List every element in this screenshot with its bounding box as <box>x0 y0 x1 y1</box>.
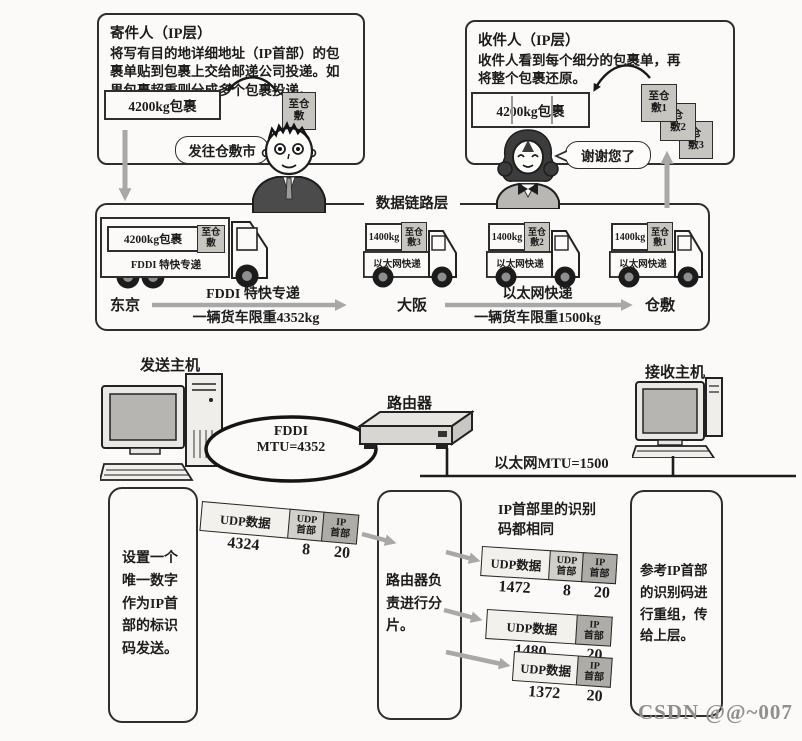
router-foot <box>364 444 376 449</box>
ip-header-size: 20 <box>585 687 604 706</box>
eth-truck-2-service: 以太网快递 <box>496 260 544 270</box>
fddi-truck-service: FDDI 特快专递 <box>130 260 202 271</box>
receiver-package-label: 4200kg包裹 <box>496 104 565 119</box>
ip-header-segment: IP 首部 <box>575 614 613 647</box>
package-divider <box>551 96 553 124</box>
truck-wheels <box>372 266 453 288</box>
watermark: CSDN @@~007 <box>638 700 793 724</box>
eth-truck-3-cargo: 1400kg <box>611 223 649 251</box>
cab-window <box>236 227 258 251</box>
udp-header-size: 8 <box>562 582 572 600</box>
sender-id-note: 设置一个唯一数字作为IP首部的标识码发送。 <box>122 551 178 657</box>
screen <box>642 388 698 434</box>
cab-window <box>431 235 446 251</box>
udp-header-segment: UDP 首部 <box>548 550 586 583</box>
eth-truck-3-tag: 至仓 敷1 <box>647 222 673 252</box>
udp-header-segment: UDP 首部 <box>287 508 326 542</box>
eth-truck-2-cargo: 1400kg <box>488 223 526 251</box>
eth-truck-1-service: 以太网快递 <box>373 260 421 270</box>
sender-person <box>252 121 326 213</box>
truck-wheels <box>495 266 576 288</box>
truck-wheels <box>618 266 699 288</box>
keyboard <box>632 445 716 458</box>
eth-mtu-label: 以太网MTU=1500 <box>494 456 609 472</box>
recv-host-computer <box>632 377 723 458</box>
screen <box>109 393 177 441</box>
package-divider <box>511 96 513 124</box>
receiver-tag-1: 至仓 敷1 <box>641 84 677 122</box>
sender-speech-bubble: 发往仓敷市 <box>175 136 280 164</box>
router-fragment-note-box: 路由器负责进行分片。 <box>377 490 462 720</box>
receiver-speech-bubble: 谢谢您了 <box>554 141 651 169</box>
router-device <box>356 410 474 449</box>
router-port <box>438 431 447 437</box>
ip-header-segment: IP 首部 <box>321 511 360 545</box>
fddi-route-limit: 一辆货车限重4352kg <box>192 311 320 326</box>
router-fragment-note: 路由器负责进行分片。 <box>386 573 442 635</box>
sender-id-note-box: 设置一个唯一数字作为IP首部的标识码发送。 <box>108 487 198 723</box>
eth-truck-chassis <box>609 230 703 288</box>
eth-truck-1-tag: 至仓 敷3 <box>401 222 427 252</box>
identifier-note: IP首部里的识别码都相同 <box>498 503 596 539</box>
udp-data-size: 1372 <box>527 683 561 703</box>
router-label: 路由器 <box>387 396 433 412</box>
sender-title: 寄件人（IP层） <box>110 26 212 42</box>
sender-package: 4200kg包裹 <box>104 90 221 120</box>
fddi-route-service: FDDI 特快专递 <box>206 287 300 302</box>
ip-header-size: 20 <box>593 583 611 602</box>
fddi-truck-cargo: 4200kg包裹 <box>107 226 199 252</box>
ip-header-segment: IP 首部 <box>575 655 613 688</box>
tower-case <box>705 377 723 437</box>
eth-truck-3-service: 以太网快递 <box>619 260 667 270</box>
datalink-layer-label: 数据链路层 <box>364 192 460 212</box>
eth-route-service: 以太网快递 <box>502 287 573 302</box>
reassembly-note: 参考IP首部的识别码进行重组，传给上层。 <box>640 562 708 644</box>
monitor-stand <box>129 447 161 455</box>
ip-header-segment: IP 首部 <box>581 552 619 585</box>
eth-truck-3: 1400kg 至仓 敷1 以太网快递 <box>609 221 709 291</box>
eth-route-limit: 一辆货车限重1500kg <box>474 311 601 326</box>
eth-truck-chassis <box>486 230 580 288</box>
sender-speech-text: 发往仓敷市 <box>188 144 256 159</box>
router-foot <box>436 444 448 449</box>
city-osaka: 大阪 <box>397 298 428 314</box>
receiver-person <box>496 129 560 209</box>
cab-window <box>677 235 692 251</box>
fddi-truck: 4200kg包裹 至仓 敷 FDDI 特快专递 <box>100 215 280 295</box>
monitor-stand <box>657 439 683 446</box>
reassembly-note-box: 参考IP首部的识别码进行重组，传给上层。 <box>630 490 723 717</box>
keyboard <box>100 463 194 481</box>
receiver-body-text: 收件人看到每个细分的包裹单，再将整个包裹还原。 <box>478 53 681 87</box>
udp-header-size: 8 <box>301 540 311 559</box>
eth-truck-1: 1400kg 至仓 敷3 以太网快递 <box>363 221 463 291</box>
udp-data-size: 1472 <box>498 578 532 598</box>
eth-truck-2: 1400kg 至仓 敷2 以太网快递 <box>486 221 586 291</box>
receiver-package: 4200kg包裹 <box>471 92 590 128</box>
cab-window <box>554 235 569 251</box>
city-tokyo: 东京 <box>110 298 141 314</box>
eth-truck-1-cargo: 1400kg <box>365 223 403 251</box>
router-front <box>359 425 453 445</box>
city-kurashiki: 仓敷 <box>645 298 676 314</box>
fddi-truck-tag: 至仓 敷 <box>197 225 225 253</box>
fddi-name: FDDI <box>273 424 309 439</box>
eth-truck-2-tag: 至仓 敷2 <box>524 222 550 252</box>
eth-truck-chassis <box>363 230 457 288</box>
original-packet: UDP数据 UDP 首部 IP 首部 4324 8 20 <box>198 501 364 564</box>
recv-host-label: 接收主机 <box>645 365 706 381</box>
fragment-packet-1: UDP数据 UDP 首部 IP 首部 1472 8 20 <box>479 546 622 603</box>
fddi-mtu: MTU=4352 <box>256 440 326 455</box>
fragment-packet-3: UDP数据 IP 首部 1372 20 <box>511 651 615 707</box>
receiver-speech-text: 谢谢您了 <box>581 149 635 164</box>
udp-data-segment: UDP数据 <box>511 651 580 686</box>
send-host-label: 发送主机 <box>140 358 201 374</box>
fddi-truck-body: 4200kg包裹 至仓 敷 FDDI 特快专递 <box>100 217 230 278</box>
ip-header-size: 20 <box>333 543 351 563</box>
receiver-title: 收件人（IP层） <box>478 33 580 49</box>
udp-data-segment: UDP数据 <box>480 546 552 581</box>
